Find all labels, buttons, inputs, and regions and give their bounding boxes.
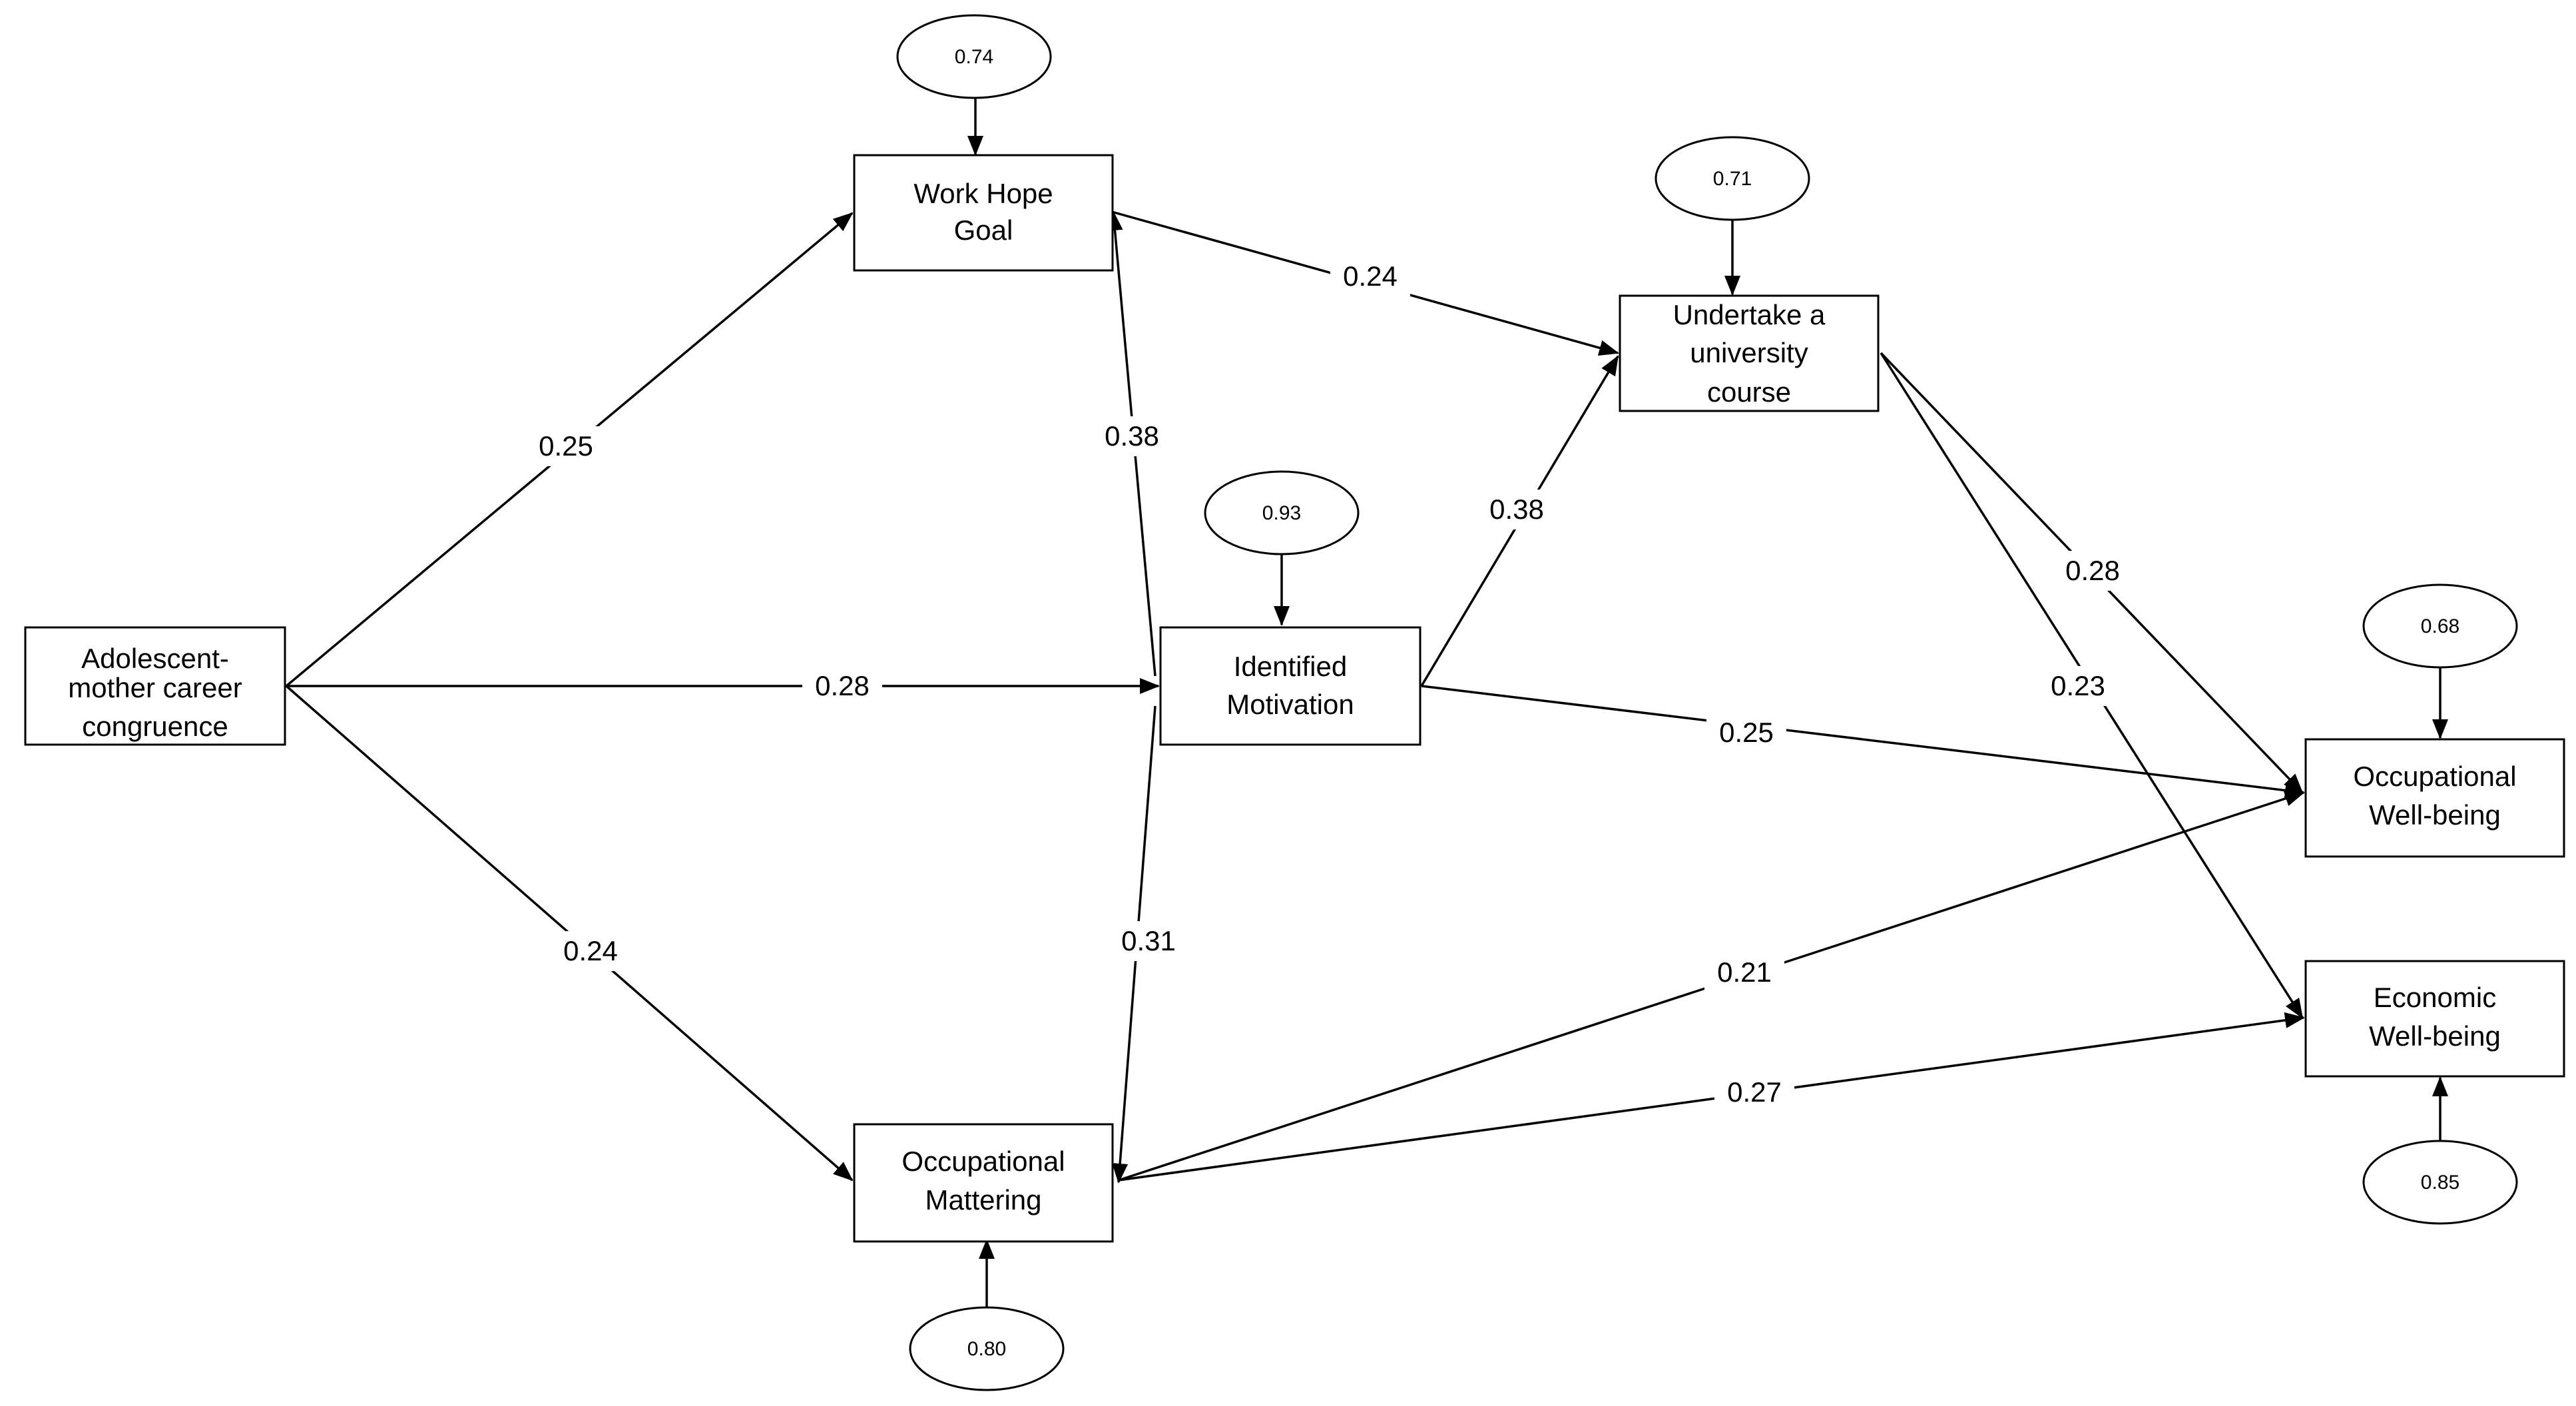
svg-text:0.80: 0.80 — [967, 1338, 1006, 1360]
path-label-acc-whg: 0.25 — [526, 426, 606, 466]
path-label-om-ewb: 0.27 — [1714, 1072, 1794, 1112]
node-adolescent-mother-career-congruence: Adolescent- mother career congruence — [24, 626, 286, 746]
error-term-om: 0.80 — [909, 1306, 1065, 1391]
node-label-line: Identified — [1234, 651, 1347, 682]
node-label-line: mother career — [68, 672, 242, 703]
svg-text:0.38: 0.38 — [1105, 420, 1159, 452]
svg-text:0.71: 0.71 — [1713, 168, 1752, 190]
svg-text:0.93: 0.93 — [1262, 502, 1301, 524]
svg-text:0.25: 0.25 — [1719, 717, 1774, 748]
path-label-im-om: 0.31 — [1109, 921, 1188, 961]
node-label-line: Mattering — [925, 1184, 1041, 1216]
path-label-acc-im: 0.28 — [802, 666, 882, 706]
svg-text:0.28: 0.28 — [815, 670, 870, 701]
path-label-im-owb: 0.25 — [1706, 713, 1786, 753]
node-label-line: Adolescent- — [81, 643, 229, 674]
node-label-line: congruence — [82, 711, 228, 742]
path-label-im-uuc: 0.38 — [1477, 490, 1557, 529]
path-im-to-owb — [1421, 685, 2305, 799]
svg-text:0.27: 0.27 — [1727, 1076, 1782, 1108]
svg-text:0.68: 0.68 — [2421, 615, 2459, 637]
node-undertake-university-course: Undertake a university course — [1619, 294, 1880, 412]
path-label-uuc-owb: 0.28 — [2053, 551, 2133, 591]
svg-text:0.23: 0.23 — [2051, 670, 2105, 701]
node-label-line: Undertake a — [1673, 299, 1826, 330]
svg-text:0.24: 0.24 — [563, 935, 618, 966]
svg-text:0.38: 0.38 — [1489, 494, 1544, 525]
svg-text:0.74: 0.74 — [955, 46, 993, 68]
node-label-line: Economic — [2374, 982, 2496, 1013]
error-term-whg: 0.74 — [896, 14, 1052, 99]
node-label-line: Well-being — [2369, 1020, 2501, 1052]
node-label-line: Well-being — [2369, 799, 2501, 831]
node-label-line: Goal — [954, 214, 1013, 246]
node-label-line: Occupational — [902, 1146, 1065, 1177]
node-label-line: course — [1707, 376, 1791, 408]
path-label-om-owb: 0.21 — [1704, 952, 1784, 992]
path-om-to-ewb — [1118, 1012, 2305, 1182]
path-label-uuc-ewb: 0.23 — [2038, 666, 2118, 706]
error-term-im: 0.93 — [1204, 470, 1360, 555]
node-label-line: university — [1690, 337, 1808, 368]
node-occupational-mattering: Occupational Mattering — [853, 1123, 1114, 1243]
node-label-line: Occupational — [2353, 761, 2516, 792]
error-term-uuc: 0.71 — [1655, 136, 1810, 221]
path-label-whg-uuc: 0.24 — [1330, 256, 1410, 296]
svg-text:0.85: 0.85 — [2421, 1172, 2459, 1194]
svg-text:0.28: 0.28 — [2065, 555, 2120, 586]
node-occupational-well-being: Occupational Well-being — [2304, 738, 2565, 858]
path-label-acc-om: 0.24 — [551, 931, 631, 971]
error-term-ewb: 0.85 — [2362, 1140, 2518, 1225]
node-work-hope-goal: Work Hope Goal — [853, 154, 1114, 272]
path-label-om-whg: 0.38 — [1092, 416, 1172, 456]
svg-text:0.25: 0.25 — [539, 430, 593, 462]
svg-text:0.24: 0.24 — [1343, 260, 1398, 292]
node-label-line: Motivation — [1226, 689, 1354, 720]
node-identified-motivation: Identified Motivation — [1159, 626, 1421, 746]
node-label-line: Work Hope — [913, 178, 1053, 209]
error-term-owb: 0.68 — [2362, 583, 2518, 669]
svg-text:0.31: 0.31 — [1121, 925, 1176, 956]
svg-text:0.21: 0.21 — [1717, 956, 1772, 988]
node-economic-well-being: Economic Well-being — [2304, 960, 2565, 1078]
